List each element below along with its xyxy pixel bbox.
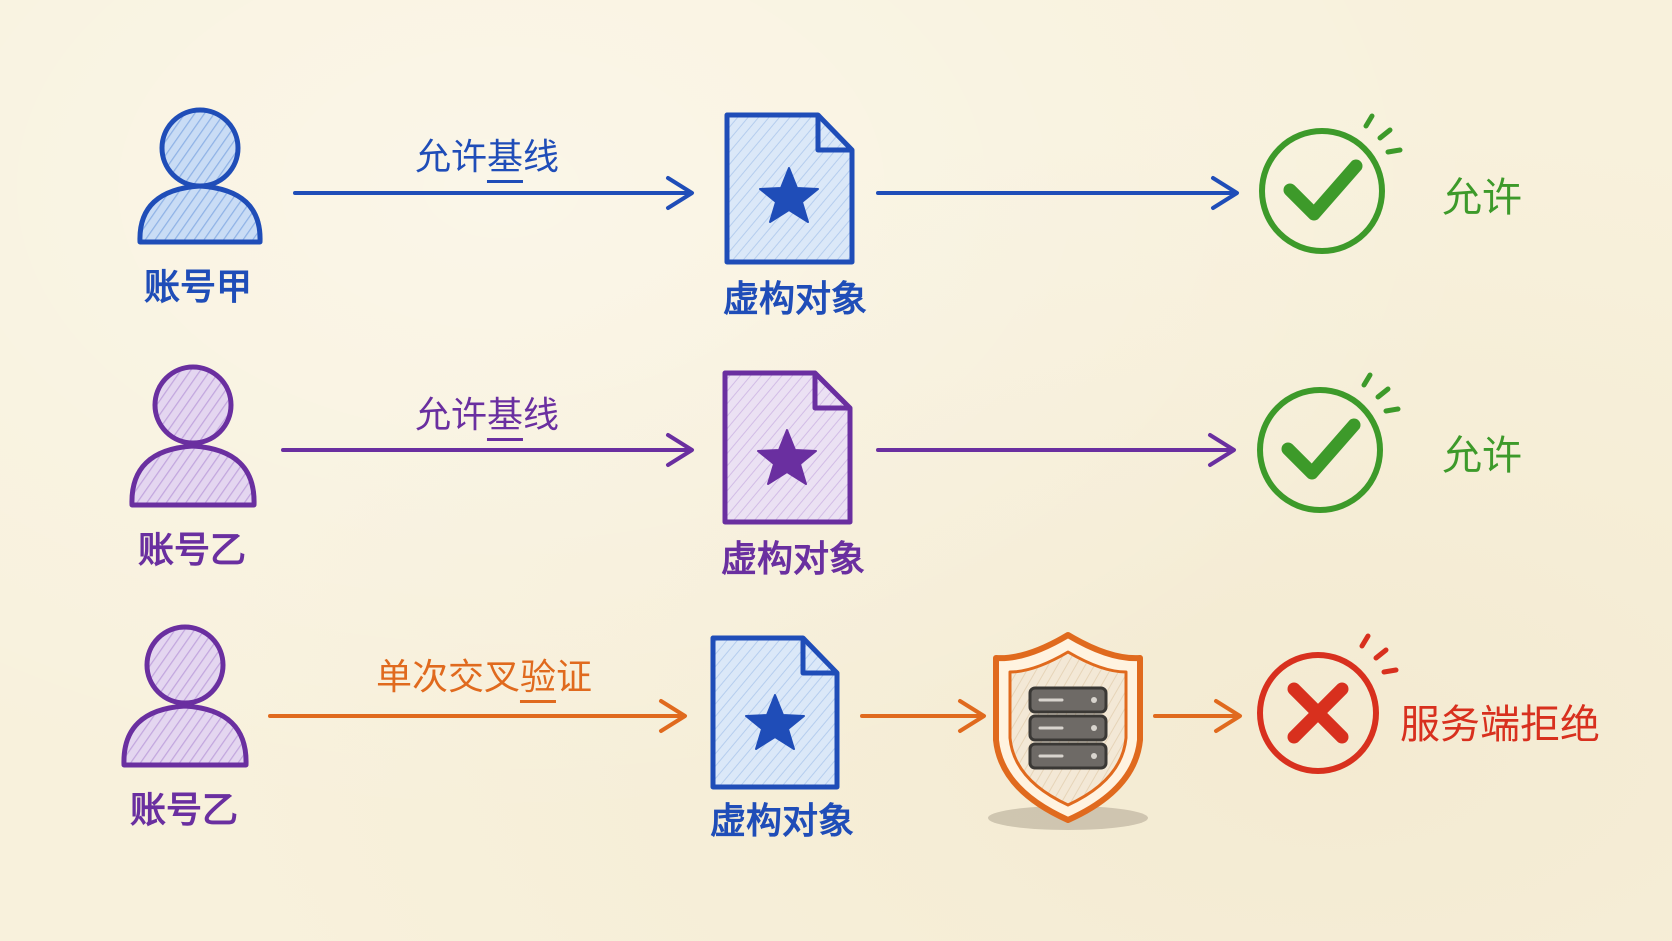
user-icon [137,107,263,245]
result-label: 允许 [1442,175,1522,221]
result-label: 服务端拒绝 [1400,702,1600,748]
x-circle-icon [1257,633,1399,774]
object-label: 虚构对象 [722,279,868,320]
edge-label-text: 线 [523,395,560,436]
row-2 [129,364,1401,525]
edge-label: 允许基线 [414,395,560,441]
document-star-icon [710,635,840,790]
edge-arrow [860,699,986,733]
user-icon [121,624,249,768]
edge-label: 允许基线 [414,137,560,183]
account-label: 账号乙 [129,790,239,831]
document-star-icon [724,112,855,265]
account-label: 账号乙 [137,530,247,571]
row-3 [121,624,1399,830]
edge-label-mark: 基 [486,395,524,441]
edge-label-mark: 基 [486,137,524,183]
edge-label-text: 允许 [414,137,487,178]
edge-arrow [876,176,1239,210]
account-label: 账号甲 [143,267,253,308]
edge-label-text: 证 [556,657,593,698]
edge-label-text: 允许 [414,395,487,436]
edge-label: 单次交叉验证 [375,657,593,703]
edge-arrow [876,433,1236,467]
edge-label-text: 单次交叉 [375,657,520,698]
object-label: 虚构对象 [709,801,855,842]
edge-arrow [268,699,687,733]
shield-server-icon [988,632,1148,830]
result-label: 允许 [1442,433,1522,479]
edge-arrow [1153,699,1242,733]
document-star-icon [722,370,853,525]
edge-label-text: 线 [523,137,560,178]
edge-arrow [281,433,694,467]
object-label: 虚构对象 [720,539,866,580]
edge-label-mark: 验 [519,657,557,703]
check-circle-icon [1259,113,1403,254]
edge-arrow [293,176,694,210]
user-icon [129,364,257,508]
check-circle-icon [1257,372,1401,513]
row-1 [137,107,1403,265]
